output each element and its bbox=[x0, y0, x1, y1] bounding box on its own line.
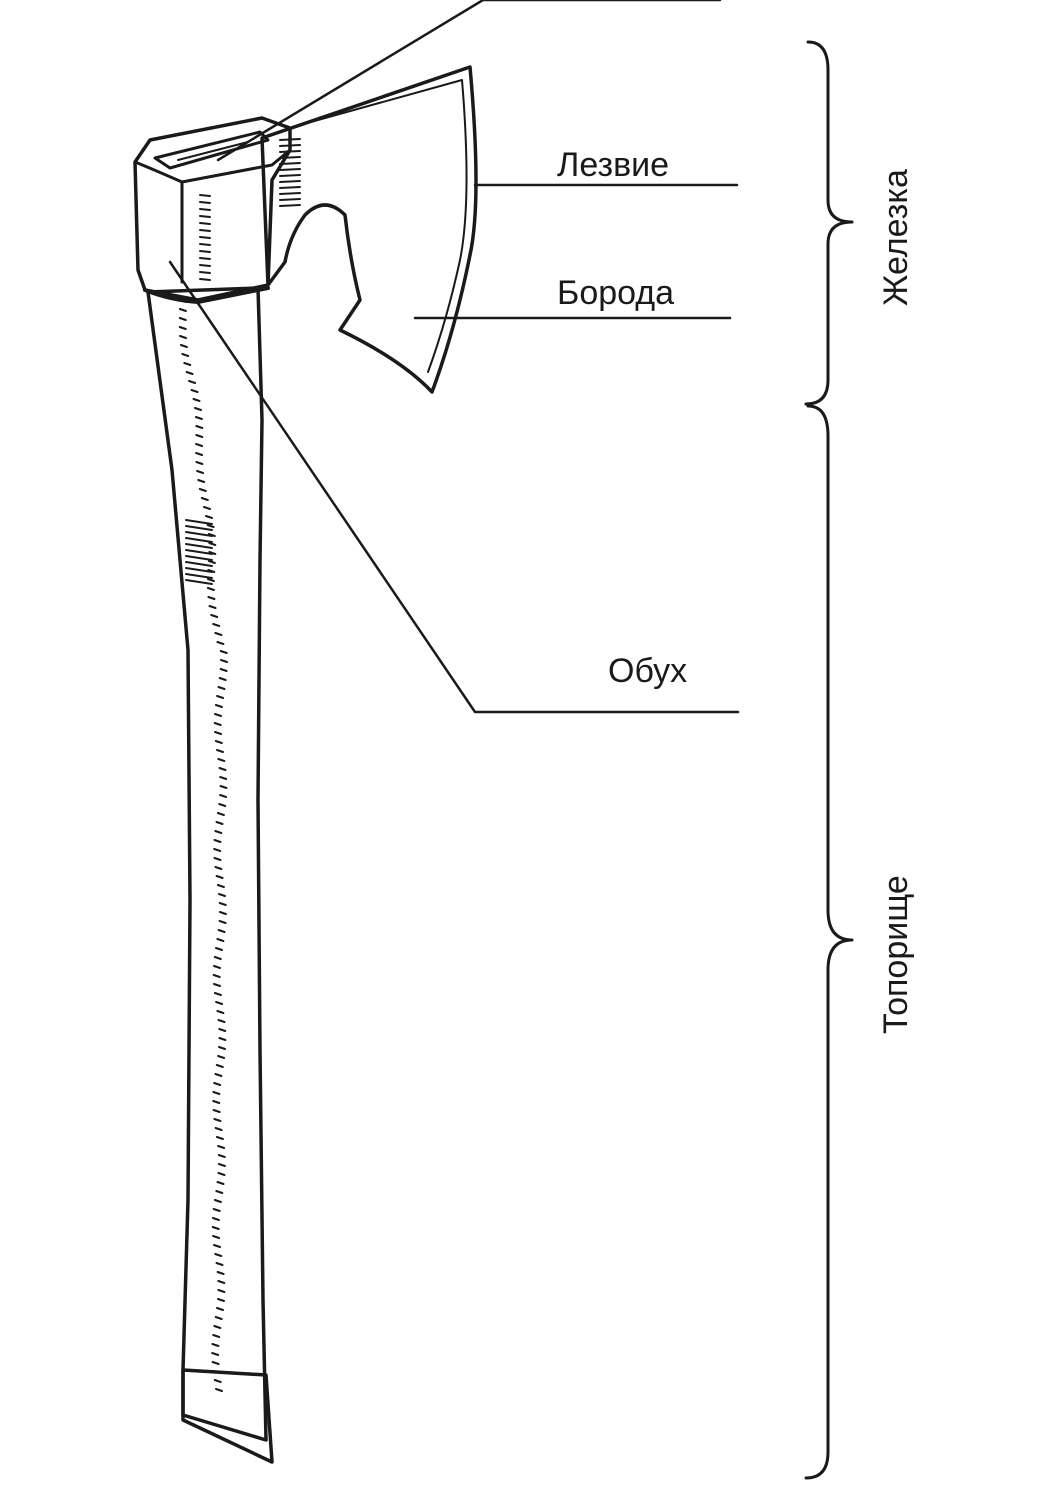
brace-handle bbox=[804, 404, 854, 1480]
axe-head bbox=[133, 65, 478, 394]
label-blade: Лезвие bbox=[557, 146, 669, 184]
label-butt: Обух bbox=[608, 652, 687, 690]
handle-grain-hatching bbox=[178, 299, 228, 1392]
axe-blade bbox=[260, 65, 478, 394]
axe-handle bbox=[146, 286, 274, 1464]
leader-lines bbox=[168, 0, 740, 714]
label-handle: Топорище bbox=[877, 875, 915, 1034]
axe-butt bbox=[133, 116, 292, 302]
label-head: Железка bbox=[877, 169, 915, 306]
brace-head bbox=[804, 40, 854, 406]
label-beard: Борода bbox=[557, 274, 674, 312]
